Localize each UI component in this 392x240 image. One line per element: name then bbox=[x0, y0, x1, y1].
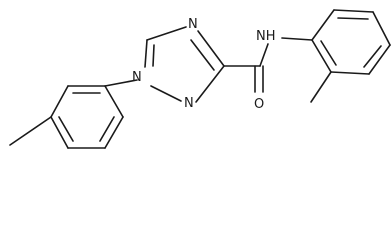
bond-lines bbox=[9, 9, 391, 149]
bond-n2-n1 bbox=[150, 85, 182, 102]
bond-ptol-e bbox=[104, 116, 124, 149]
bond-ptol-f bbox=[104, 85, 124, 118]
bond-ptol-b bbox=[50, 85, 69, 118]
bond-tol-f bbox=[311, 39, 332, 73]
bond-n1-aryl bbox=[104, 79, 138, 87]
bond-ptol-c bbox=[50, 116, 69, 149]
bond-n1-ch bbox=[144, 39, 148, 68]
bond-tol-e bbox=[330, 71, 370, 75]
atom-amide-nh: NH bbox=[256, 29, 276, 44]
atom-labels: N N N NH O bbox=[132, 17, 276, 112]
bond-tol-d bbox=[368, 44, 391, 75]
bond-n1-ch-inner bbox=[152, 44, 155, 67]
bond-tol-methyl bbox=[310, 71, 332, 103]
bond-carbonyl-nh bbox=[259, 43, 269, 67]
molecule-structure-diagram: N N N NH O bbox=[9, 9, 391, 149]
bond-n4-c3-inner bbox=[190, 39, 215, 71]
bond-tol-c bbox=[372, 11, 391, 46]
bond-tol-a bbox=[311, 9, 335, 41]
bond-tol-b-inner bbox=[337, 17, 369, 20]
bond-ptol-c-inner bbox=[58, 116, 74, 142]
bond-ptol-methyl bbox=[9, 116, 52, 146]
bond-tol-f-inner bbox=[320, 40, 337, 66]
bond-tol-d-inner bbox=[363, 45, 382, 68]
atom-n-triazole-top: N bbox=[188, 17, 198, 32]
bond-ptol-e-inner bbox=[99, 116, 115, 142]
atom-n2-triazole: N bbox=[184, 96, 194, 111]
atom-carbonyl-o: O bbox=[254, 97, 264, 112]
bond-n4-c3 bbox=[197, 30, 225, 67]
bond-nh-aryl bbox=[281, 37, 313, 41]
bond-c3-n2 bbox=[195, 65, 225, 103]
atom-n1-triazole: N bbox=[132, 70, 142, 85]
bond-tol-b bbox=[333, 9, 374, 13]
bond-ch-n4 bbox=[146, 26, 187, 41]
